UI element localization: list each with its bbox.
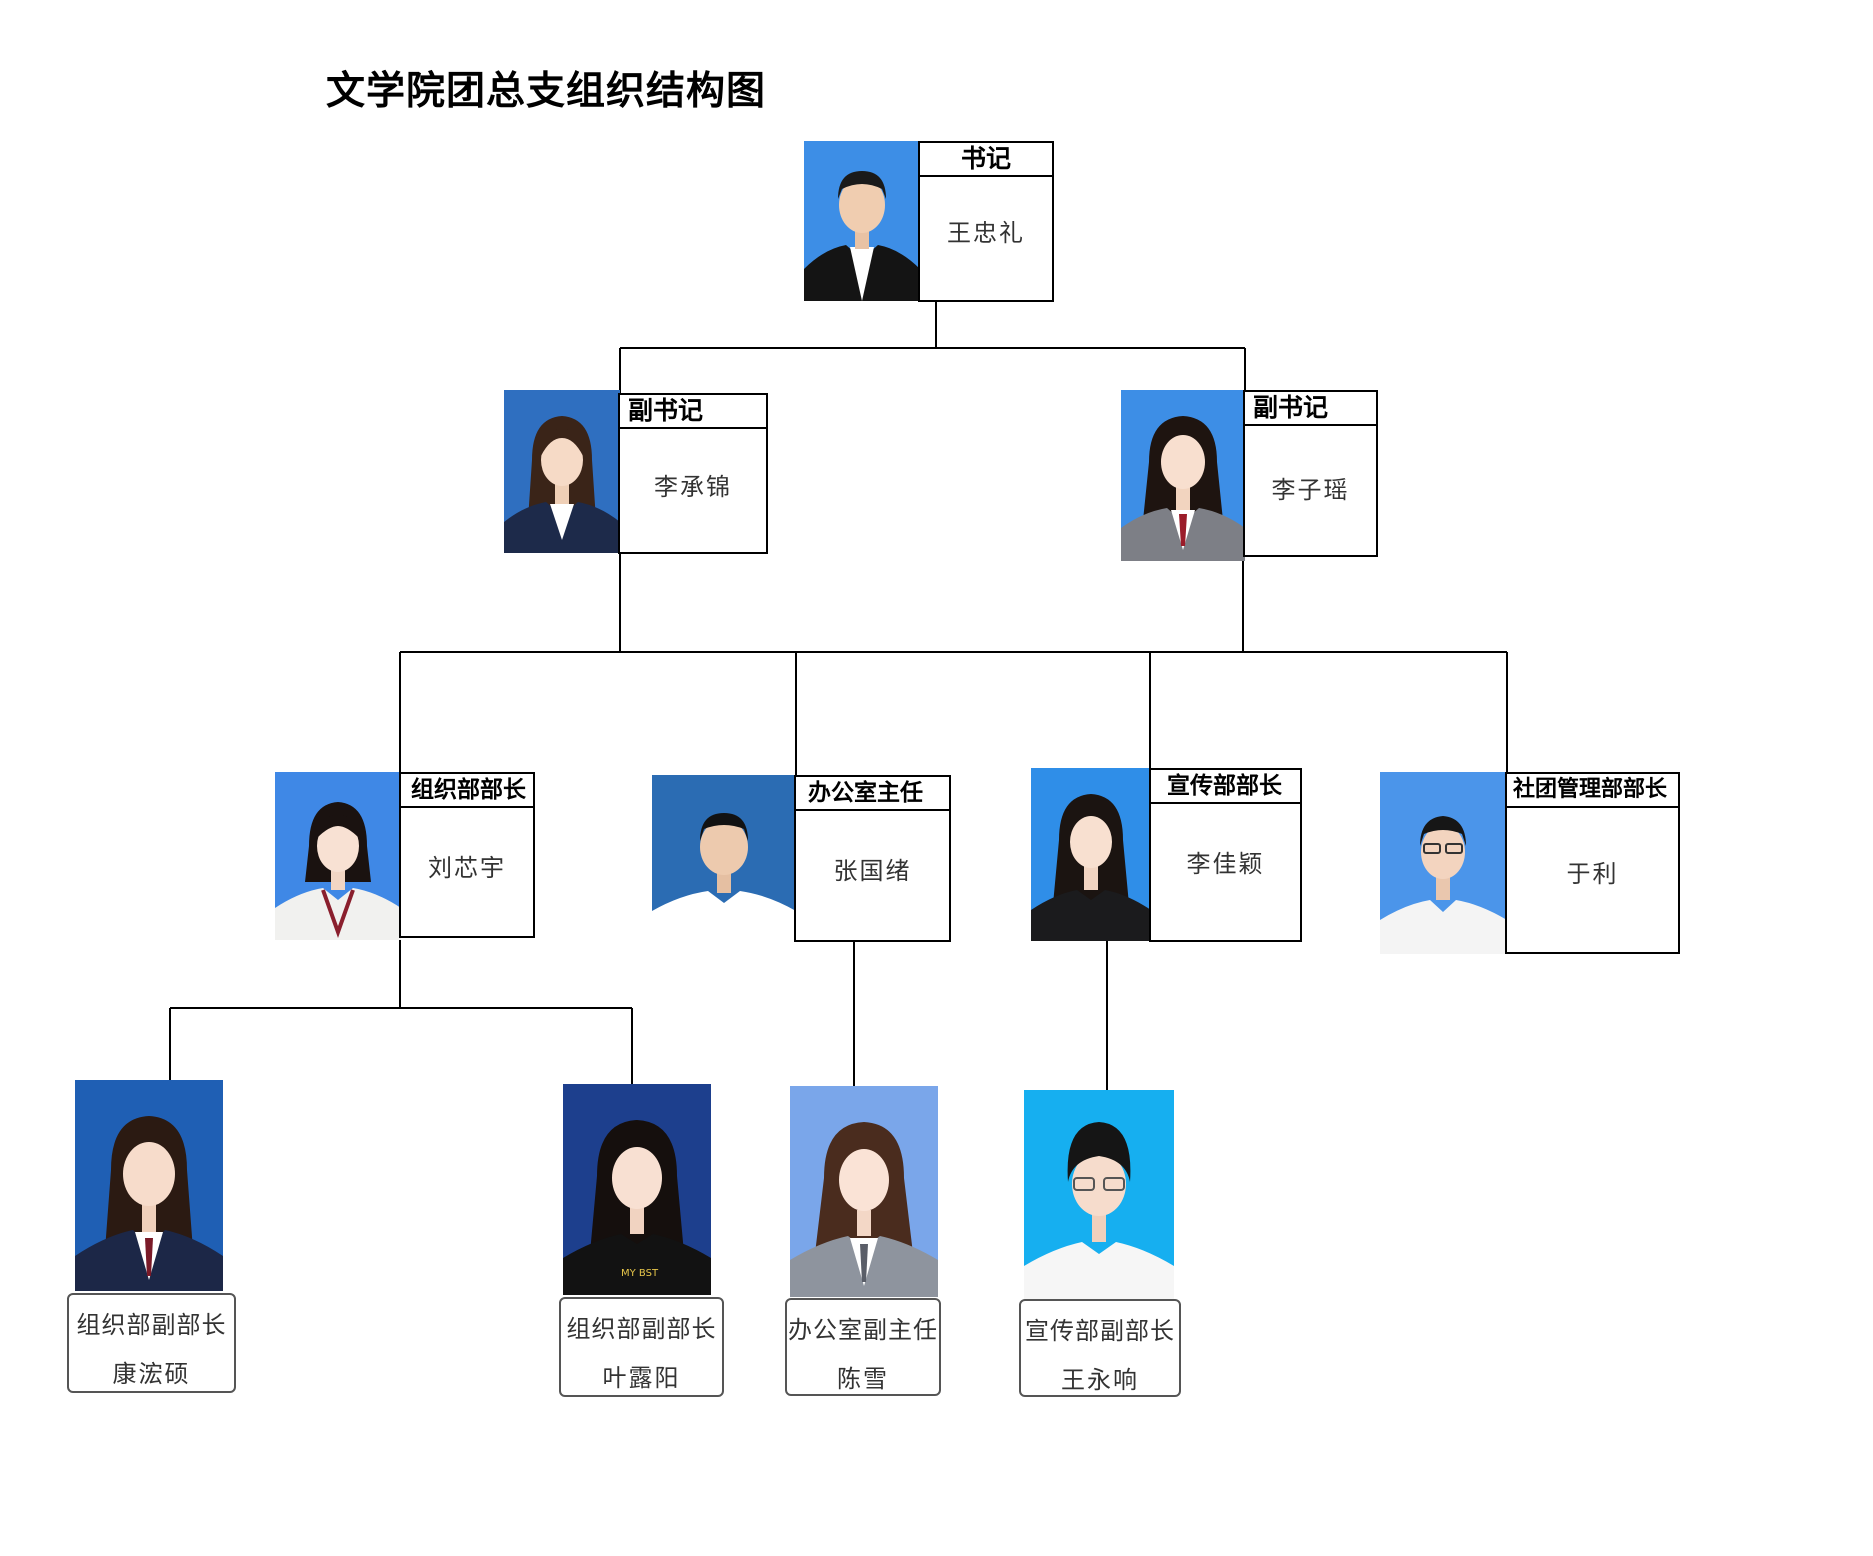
- portrait-female-icon: [1121, 416, 1245, 561]
- portrait-female-icon: [790, 1122, 938, 1297]
- portrait-male-icon: [1380, 816, 1507, 954]
- deputy-name-2: 李子瑶: [1271, 476, 1350, 504]
- vice-role-3: 办公室副主任: [788, 1316, 938, 1344]
- vice-role-1: 组织部副部长: [76, 1311, 227, 1339]
- deputy-card-2: 副书记 李子瑶: [1243, 390, 1378, 557]
- portrait-female-icon: [75, 1116, 223, 1291]
- deputy-photo-2: [1121, 390, 1245, 561]
- chart-title: 文学院团总支组织结构图: [326, 69, 767, 114]
- portrait-male-icon: [804, 171, 920, 301]
- vice-card-2: 组织部副部长 叶露阳: [559, 1297, 724, 1397]
- vice-photo-4: [1024, 1090, 1174, 1301]
- portrait-female-icon: [275, 802, 401, 940]
- minister-photo-3: [1031, 768, 1151, 941]
- vice-card-4: 宣传部副部长 王永响: [1019, 1299, 1181, 1397]
- minister-name-4: 于利: [1566, 860, 1619, 888]
- portrait-female-icon: MY BST: [563, 1120, 711, 1295]
- minister-card-3: 宣传部部长 李佳颖: [1149, 768, 1302, 942]
- deputy-card-1: 副书记 李承锦: [618, 393, 768, 554]
- minister-name-3: 李佳颖: [1186, 850, 1265, 878]
- deputy-photo-1: [504, 390, 620, 553]
- portrait-female-icon: [1031, 794, 1151, 941]
- minister-role-3: 宣传部部长: [1151, 770, 1300, 804]
- vice-photo-2: MY BST: [563, 1084, 711, 1295]
- deputy-role-1: 副书记: [620, 395, 766, 429]
- secretary-role: 书记: [920, 143, 1052, 177]
- vice-photo-1: [75, 1080, 223, 1291]
- secretary-name: 王忠礼: [947, 219, 1025, 247]
- minister-card-2: 办公室主任 张国绪: [794, 775, 951, 942]
- minister-role-4: 社团管理部部长: [1507, 774, 1678, 808]
- portrait-male-icon: [652, 813, 796, 942]
- deputy-name-1-visible: 李承锦: [654, 473, 732, 501]
- vice-role-4: 宣传部副部长: [1025, 1317, 1175, 1345]
- vice-photo-3: [790, 1086, 938, 1297]
- minister-name-2: 张国绪: [833, 857, 912, 885]
- vice-name-3: 陈雪: [837, 1365, 889, 1393]
- minister-photo-4: [1380, 772, 1507, 954]
- vice-card-1: 组织部副部长 康浤硕: [67, 1293, 236, 1393]
- minister-card-4: 社团管理部部长 于利: [1505, 772, 1680, 954]
- vice-role-2: 组织部副部长: [566, 1315, 717, 1343]
- vice-card-3: 办公室副主任 陈雪: [785, 1298, 941, 1396]
- minister-photo-1: [275, 772, 401, 940]
- minister-role-1: 组织部部长: [401, 774, 533, 808]
- vice-name-4: 王永响: [1061, 1366, 1139, 1394]
- portrait-female-icon: [504, 416, 620, 553]
- minister-card-1: 组织部部长 刘芯宇: [399, 772, 535, 938]
- minister-name-1: 刘芯宇: [428, 854, 506, 882]
- portrait-male-icon: [1024, 1122, 1174, 1301]
- minister-photo-2: [652, 775, 796, 942]
- secretary-card: 书记 王忠礼: [918, 141, 1054, 302]
- minister-role-2: 办公室主任: [796, 777, 949, 811]
- svg-text:MY BST: MY BST: [621, 1268, 659, 1279]
- vice-name-1: 康浤硕: [112, 1360, 191, 1388]
- vice-name-2: 叶露阳: [602, 1364, 681, 1392]
- deputy-role-2: 副书记: [1245, 392, 1376, 426]
- secretary-photo: [804, 141, 920, 301]
